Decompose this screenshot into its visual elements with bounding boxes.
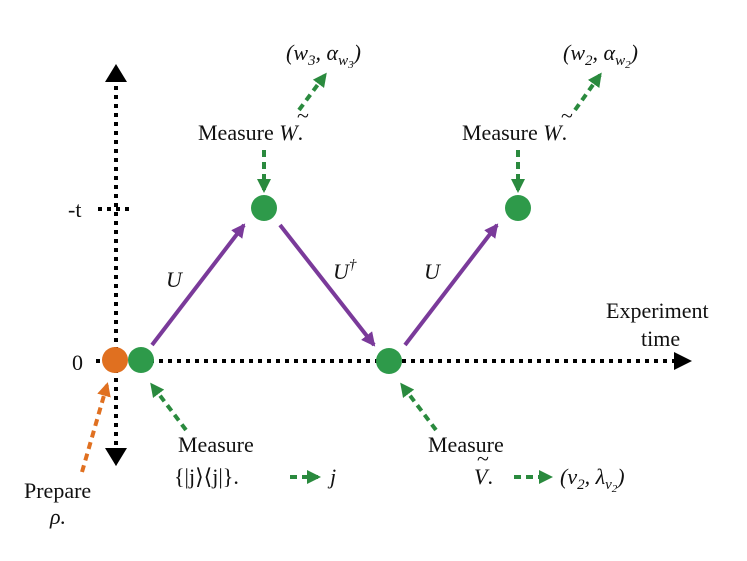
measure-w-left-label: Measure W. bbox=[198, 120, 303, 145]
prepare-label-line2: ρ. bbox=[49, 504, 66, 529]
prepare-arrow bbox=[80, 382, 111, 473]
label-u-right: U bbox=[424, 259, 442, 284]
evolution-u-right bbox=[403, 223, 499, 347]
measure-j-result: j bbox=[327, 464, 336, 489]
measure-v-label-line1: Measure bbox=[428, 432, 504, 457]
label-udagger: U† bbox=[333, 257, 357, 284]
axis-bottom-arrowhead bbox=[105, 448, 127, 466]
measure-w-right-tilde: ~ bbox=[561, 103, 573, 128]
measure-v-tilde: ~ bbox=[477, 446, 489, 471]
result-w3: (w3, αw3) bbox=[286, 40, 361, 71]
measure-v-arrow bbox=[400, 382, 438, 432]
measure-j-arrow bbox=[150, 382, 188, 432]
result-w2-arrow bbox=[573, 72, 602, 112]
measure-w-right-label: Measure W. bbox=[462, 120, 567, 145]
result-w2: (w2, αw2) bbox=[563, 40, 638, 71]
evolution-udagger bbox=[278, 223, 376, 347]
prepare-label-line1: Prepare bbox=[24, 478, 91, 503]
time-axis-arrowhead bbox=[674, 352, 692, 370]
measure-v-label-line2: V. bbox=[474, 464, 493, 489]
measure-w-left-node bbox=[251, 195, 277, 221]
label-u-left: U bbox=[166, 267, 184, 292]
axis-top-arrowhead bbox=[105, 64, 127, 82]
tick-label-zero: 0 bbox=[72, 350, 83, 375]
measure-v-result: (v2, λv2) bbox=[560, 464, 625, 495]
result-w3-arrow bbox=[297, 72, 327, 112]
experiment-time-label-line1: Experiment bbox=[606, 298, 709, 323]
prepare-node bbox=[102, 347, 128, 373]
experiment-time-label-line2: time bbox=[641, 326, 680, 351]
measure-j-node bbox=[128, 347, 154, 373]
measure-v-node bbox=[376, 348, 402, 374]
measure-j-label-line2: {|j⟩⟨j|}. bbox=[174, 464, 239, 489]
measure-w-right-node bbox=[505, 195, 531, 221]
tick-label-neg-t: -t bbox=[68, 197, 81, 222]
measure-j-label-line1: Measure bbox=[178, 432, 254, 457]
evolution-u-left bbox=[150, 223, 246, 347]
measure-w-left-tilde: ~ bbox=[297, 103, 309, 128]
